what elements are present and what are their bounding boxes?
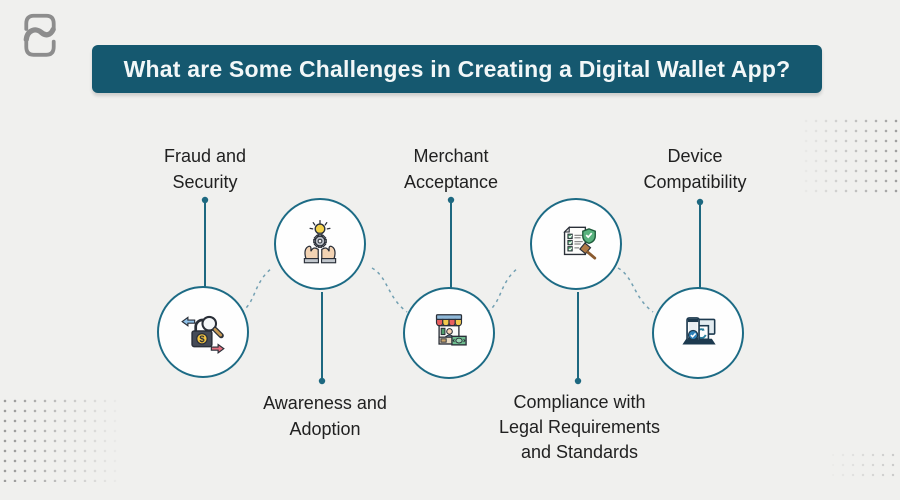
label-stem xyxy=(204,201,701,380)
stem-end-dot xyxy=(201,196,704,385)
label-line: Security xyxy=(172,172,238,192)
dotted-connector xyxy=(240,267,654,313)
node-compliance-legal xyxy=(530,198,622,290)
brand-logo xyxy=(21,11,59,57)
label-awareness-adoption: Awareness and Adoption xyxy=(215,390,435,442)
node-device-compatibility xyxy=(652,287,744,379)
label-line: and Standards xyxy=(520,442,639,462)
dot-grid-fade xyxy=(828,450,900,480)
node-fraud-security: $ xyxy=(157,286,249,378)
label-line: Acceptance xyxy=(403,172,499,192)
fraud-security-icon: $ xyxy=(181,315,225,354)
label-line: Device xyxy=(667,146,723,166)
dot-grid-fade xyxy=(0,396,120,482)
node-merchant-acceptance xyxy=(403,287,495,379)
svg-text:$: $ xyxy=(199,334,205,344)
dot-grid-bottom-left xyxy=(0,396,120,482)
idea-in-hands-icon xyxy=(303,219,337,264)
label-merchant-acceptance: Merchant Acceptance xyxy=(341,143,561,195)
label-line: Compatibility xyxy=(643,172,747,192)
label-line: Legal Requirements xyxy=(498,417,661,437)
label-line: Adoption xyxy=(289,419,361,439)
storefront-icon xyxy=(435,314,467,346)
label-compliance-legal: Compliance with Legal Requirements and S… xyxy=(462,390,697,465)
label-line: Fraud and xyxy=(163,146,247,166)
label-line: Compliance with xyxy=(513,392,646,412)
dot-grid-right xyxy=(801,116,900,198)
legal-compliance-icon xyxy=(563,226,597,260)
devices-icon xyxy=(682,317,716,345)
brand-logo-icon xyxy=(23,13,56,57)
label-line: Merchant xyxy=(413,146,489,166)
dot-grid-bottom-right xyxy=(828,450,900,480)
node-awareness-adoption xyxy=(274,198,366,290)
page-title: What are Some Challenges in Creating a D… xyxy=(123,55,791,82)
dot-grid-fade xyxy=(801,116,900,198)
title-banner: What are Some Challenges in Creating a D… xyxy=(92,45,822,93)
label-line: Awareness and xyxy=(263,393,387,413)
label-fraud-security: Fraud and Security xyxy=(95,143,315,195)
label-device-compatibility: Device Compatibility xyxy=(585,143,805,195)
